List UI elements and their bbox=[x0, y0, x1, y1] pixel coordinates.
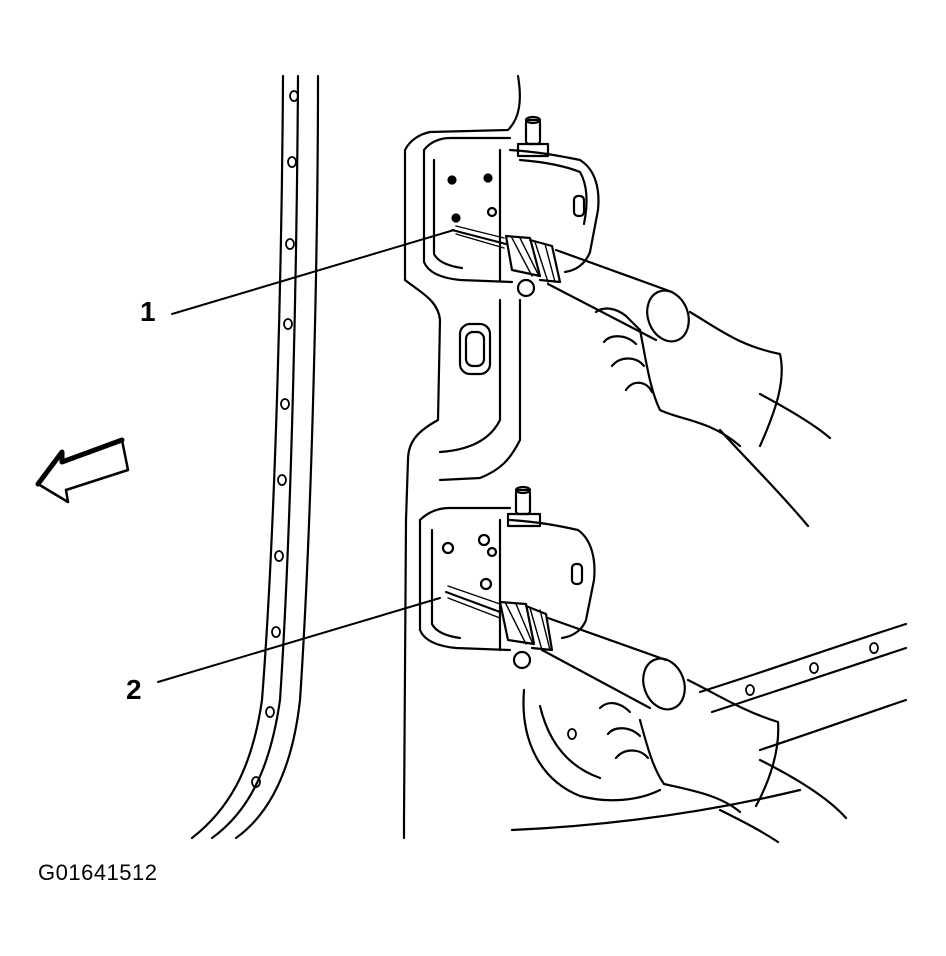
hinge-pillar bbox=[404, 76, 800, 838]
hand-1 bbox=[596, 309, 830, 526]
hand-2 bbox=[600, 680, 846, 842]
callout-1: 1 bbox=[140, 296, 156, 327]
drill-1 bbox=[452, 226, 696, 347]
callout-2: 2 bbox=[126, 674, 142, 705]
figure-id: G01641512 bbox=[38, 860, 158, 885]
rocker-panel bbox=[568, 624, 906, 750]
drill-2 bbox=[446, 586, 692, 715]
direction-arrow-icon bbox=[38, 440, 128, 502]
door-frame-pillar bbox=[192, 76, 318, 838]
leader-line-2 bbox=[158, 598, 440, 682]
leader-line-1 bbox=[172, 230, 454, 314]
upper-hinge bbox=[424, 117, 598, 296]
lower-hinge bbox=[420, 487, 660, 800]
leader-lines bbox=[158, 230, 454, 682]
